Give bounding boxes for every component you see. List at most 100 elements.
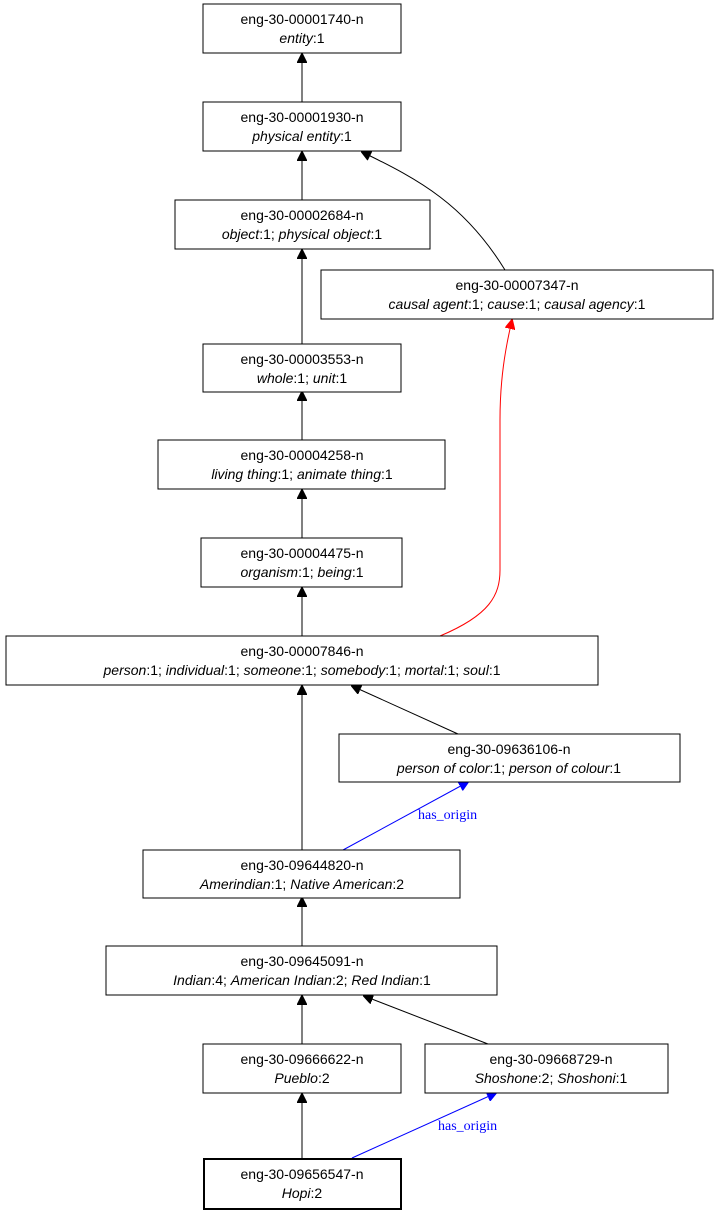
edge-person-to-causal-agent bbox=[439, 320, 512, 637]
node-causal-agent[interactable]: eng-30-00007347-n causal agent:1; cause:… bbox=[320, 269, 714, 320]
synonym-lemma: organism bbox=[240, 564, 298, 580]
synonym-sense: :1 bbox=[298, 564, 310, 580]
synonym-lemma: person of colour bbox=[508, 760, 611, 776]
node-synonyms: Amerindian:1; Native American:2 bbox=[199, 876, 404, 892]
synonym-lemma: American Indian bbox=[230, 972, 332, 988]
synonym-lemma: entity bbox=[279, 30, 313, 46]
synonym-lemma: Red Indian bbox=[351, 972, 419, 988]
node-organism[interactable]: eng-30-00004475-n organism:1; being:1 bbox=[200, 537, 403, 588]
synonym-sense: :1 bbox=[352, 564, 364, 580]
synonym-sense: :2 bbox=[332, 972, 344, 988]
synonym-sense: :1 bbox=[609, 760, 621, 776]
synonym-lemma: whole bbox=[257, 370, 294, 386]
node-synonyms: organism:1; being:1 bbox=[240, 564, 363, 580]
synonym-sense: :1 bbox=[146, 662, 158, 678]
synonym-sense: :1 bbox=[271, 876, 283, 892]
node-amerindian[interactable]: eng-30-09644820-n Amerindian:1; Native A… bbox=[142, 849, 461, 899]
synonym-lemma: person of color bbox=[396, 760, 491, 776]
node-synonyms: whole:1; unit:1 bbox=[257, 370, 348, 386]
node-id: eng-30-09666622-n bbox=[241, 1051, 364, 1067]
edges bbox=[302, 54, 512, 1159]
node-id: eng-30-09668729-n bbox=[490, 1051, 613, 1067]
synonym-sense: :1 bbox=[293, 370, 305, 386]
synonym-lemma: Shoshone bbox=[475, 1070, 538, 1086]
synonym-sense: :1 bbox=[444, 662, 456, 678]
node-id: eng-30-00003553-n bbox=[241, 351, 364, 367]
node-id: eng-30-00004258-n bbox=[241, 447, 364, 463]
synonym-lemma: physical entity bbox=[251, 128, 341, 144]
edge-person-of-color-to-person bbox=[352, 686, 459, 735]
node-id: eng-30-00002684-n bbox=[241, 207, 364, 223]
synonym-sense: :1 bbox=[335, 370, 347, 386]
synonym-sense: :1 bbox=[419, 972, 431, 988]
synonym-sense: :2 bbox=[538, 1070, 550, 1086]
synonym-lemma: object bbox=[222, 226, 260, 242]
synonym-lemma: someone bbox=[244, 662, 302, 678]
node-id: eng-30-09656547-n bbox=[241, 1166, 364, 1182]
node-indian[interactable]: eng-30-09645091-n Indian:4; American Ind… bbox=[105, 945, 498, 996]
synonym-lemma: Shoshoni bbox=[557, 1070, 616, 1086]
synonym-lemma: somebody bbox=[321, 662, 387, 678]
synonym-sense: :2 bbox=[311, 1185, 323, 1201]
synonym-sense: :4 bbox=[211, 972, 223, 988]
synonym-sense: :1 bbox=[340, 128, 352, 144]
node-synonyms: entity:1 bbox=[279, 30, 324, 46]
synonym-sense: :2 bbox=[318, 1070, 330, 1086]
node-pueblo[interactable]: eng-30-09666622-n Pueblo:2 bbox=[202, 1043, 402, 1094]
edge-causal-agent-to-physical-entity bbox=[362, 152, 506, 271]
node-hopi[interactable]: eng-30-09656547-n Hopi:2 bbox=[203, 1158, 402, 1210]
node-id: eng-30-09645091-n bbox=[241, 953, 364, 969]
node-physical-entity[interactable]: eng-30-00001930-n physical entity:1 bbox=[202, 101, 402, 152]
node-id: eng-30-00004475-n bbox=[241, 545, 364, 561]
synonym-sense: :1 bbox=[616, 1070, 628, 1086]
node-synonyms: Hopi:2 bbox=[282, 1185, 323, 1201]
node-object[interactable]: eng-30-00002684-n object:1; physical obj… bbox=[174, 199, 431, 250]
synonym-sense: :1 bbox=[370, 226, 382, 242]
synonym-sense: :1 bbox=[224, 662, 236, 678]
node-synonyms: Pueblo:2 bbox=[274, 1070, 329, 1086]
synonym-lemma: unit bbox=[313, 370, 337, 386]
node-synonyms: living thing:1; animate thing:1 bbox=[211, 466, 393, 482]
synonym-lemma: Indian bbox=[173, 972, 211, 988]
synonym-sense: :2 bbox=[392, 876, 404, 892]
edge-amerindian-origin-person-of-color bbox=[342, 782, 468, 851]
synonym-lemma: individual bbox=[166, 662, 225, 678]
synonym-sense: :1 bbox=[277, 466, 289, 482]
node-id: eng-30-00007347-n bbox=[456, 277, 579, 293]
edge-label-has-origin: has_origin bbox=[418, 808, 477, 823]
node-living-thing[interactable]: eng-30-00004258-n living thing:1; animat… bbox=[157, 439, 446, 490]
node-id: eng-30-00007846-n bbox=[241, 643, 364, 659]
synonym-sense: :1 bbox=[468, 296, 480, 312]
synonym-lemma: causal agent bbox=[389, 296, 470, 312]
node-whole[interactable]: eng-30-00003553-n whole:1; unit:1 bbox=[202, 343, 402, 393]
edge-hopi-origin-shoshone bbox=[351, 1093, 496, 1159]
node-synonyms: person of color:1; person of colour:1 bbox=[396, 760, 621, 776]
synonym-sense: :1 bbox=[301, 662, 313, 678]
synonym-lemma: Native American bbox=[290, 876, 392, 892]
synonym-lemma: soul bbox=[463, 662, 490, 678]
node-person-of-color[interactable]: eng-30-09636106-n person of color:1; per… bbox=[338, 733, 681, 783]
synonym-lemma: Pueblo bbox=[274, 1070, 318, 1086]
synonym-sense: :1 bbox=[259, 226, 271, 242]
node-shoshone[interactable]: eng-30-09668729-n Shoshone:2; Shoshoni:1 bbox=[424, 1043, 669, 1094]
node-synonyms: Indian:4; American Indian:2; Red Indian:… bbox=[173, 972, 431, 988]
node-synonyms: Shoshone:2; Shoshoni:1 bbox=[475, 1070, 628, 1086]
synonym-sense: :1 bbox=[634, 296, 646, 312]
synonym-lemma: living thing bbox=[211, 466, 277, 482]
node-synonyms: physical entity:1 bbox=[251, 128, 352, 144]
node-id: eng-30-09644820-n bbox=[241, 857, 364, 873]
node-id: eng-30-09636106-n bbox=[448, 741, 571, 757]
synonym-sense: :1 bbox=[490, 760, 502, 776]
synonym-sense: :1 bbox=[381, 466, 393, 482]
node-synonyms: object:1; physical object:1 bbox=[222, 226, 383, 242]
node-synonyms: causal agent:1; cause:1; causal agency:1 bbox=[389, 296, 646, 312]
node-entity[interactable]: eng-30-00001740-n entity:1 bbox=[202, 3, 402, 54]
synonym-lemma: physical object bbox=[278, 226, 372, 242]
synonym-lemma: person bbox=[103, 662, 147, 678]
synonym-lemma: mortal bbox=[405, 662, 445, 678]
edge-shoshone-to-indian bbox=[364, 996, 489, 1045]
synonym-lemma: being bbox=[318, 564, 352, 580]
synonym-sense: :1 bbox=[313, 30, 325, 46]
synonym-lemma: Amerindian bbox=[199, 876, 271, 892]
node-person[interactable]: eng-30-00007846-n person:1; individual:1… bbox=[5, 635, 599, 686]
